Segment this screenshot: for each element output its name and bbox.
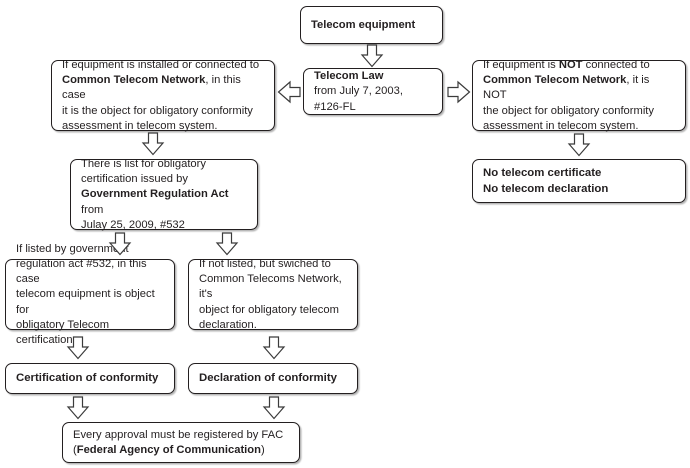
arrow-listed-to-certification: [66, 336, 90, 360]
arrow-certification-to-fac: [66, 396, 90, 420]
node-text-line: If equipment is installed or connected t…: [62, 59, 260, 71]
node-text-line: No telecom certificate: [483, 166, 602, 179]
node-if-not-listed-declaration[interactable]: If not listed, but swiched to Common Tele…: [188, 258, 358, 331]
node-no-telecom-certificate[interactable]: No telecom certificate No telecom declara…: [472, 159, 686, 203]
node-text-line: assessment in telecom system.: [62, 119, 218, 132]
node-text-line: If equipment is NOT connected to: [483, 59, 650, 71]
node-if-listed-certification[interactable]: If listed by government regulation act #5…: [5, 243, 175, 346]
node-text-line: There is list for obligatory: [81, 158, 206, 170]
node-text-line: Government Regulation Act from: [81, 188, 229, 216]
node-declaration-of-conformity[interactable]: Declaration of conformity: [188, 363, 358, 394]
node-text-line: Common Telecom Network, it is NOT: [483, 74, 650, 102]
node-text-line: Common Telecoms Network, it's: [199, 273, 342, 301]
node-text-line: Common Telecom Network, in this case: [62, 74, 241, 102]
node-telecom-equipment[interactable]: Telecom equipment: [300, 6, 443, 44]
node-government-regulation-act[interactable]: There is list for obligatory certificatio…: [70, 158, 258, 231]
arrow-law-to-not-connected: [447, 80, 471, 104]
arrow-regulation-act-to-not-listed: [215, 232, 239, 256]
node-fac-registration[interactable]: Every approval must be registered by FAC…: [62, 422, 300, 463]
node-text-line: If listed by government: [16, 242, 129, 255]
node-text-line: Every approval must be registered by FAC: [73, 428, 284, 441]
node-text-line: Telecom equipment: [311, 18, 416, 31]
node-text-line: Telecom Law: [314, 70, 384, 83]
node-text-line: telecom equipment is object for: [16, 288, 155, 316]
arrow-not-listed-to-declaration: [262, 336, 286, 360]
node-text-line: (Federal Agency of Communication): [73, 444, 265, 456]
node-telecom-law[interactable]: Telecom Law from July 7, 2003, #126-FL: [303, 68, 443, 115]
node-text-line: assessment in telecom system.: [483, 119, 639, 132]
node-text-line: declaration.: [199, 318, 257, 331]
node-text-line: the object for obligatory conformity: [483, 104, 655, 117]
node-text-line: it is the object for obligatory conformi…: [62, 104, 253, 117]
node-text-line: from July 7, 2003, #126-FL: [314, 85, 403, 113]
node-certification-of-conformity[interactable]: Certification of conformity: [5, 363, 175, 394]
arrow-connected-to-regulation-act: [141, 132, 165, 156]
node-text-line: certification issued by: [81, 173, 188, 186]
arrow-equipment-to-law: [360, 44, 384, 68]
node-text-line: Declaration of conformity: [199, 372, 337, 385]
node-text-line: obligatory Telecom certification.: [16, 318, 110, 347]
node-text-line: regulation act #532, in this case: [16, 258, 147, 286]
arrow-not-connected-to-no-certificate: [567, 133, 591, 157]
arrow-law-to-connected: [277, 80, 301, 104]
node-equipment-connected[interactable]: If equipment is installed or connected t…: [51, 59, 275, 132]
arrow-declaration-to-fac: [262, 396, 286, 420]
node-equipment-not-connected[interactable]: If equipment is NOT connected to Common T…: [472, 59, 686, 132]
node-text-line: No telecom declaration: [483, 182, 609, 195]
node-text-line: If not listed, but swiched to: [199, 258, 331, 270]
arrow-regulation-act-to-listed: [108, 232, 132, 256]
node-text-line: Julay 25, 2009, #532: [81, 218, 185, 231]
node-text-line: Certification of conformity: [16, 372, 159, 385]
node-text-line: object for obligatory telecom: [199, 303, 339, 316]
